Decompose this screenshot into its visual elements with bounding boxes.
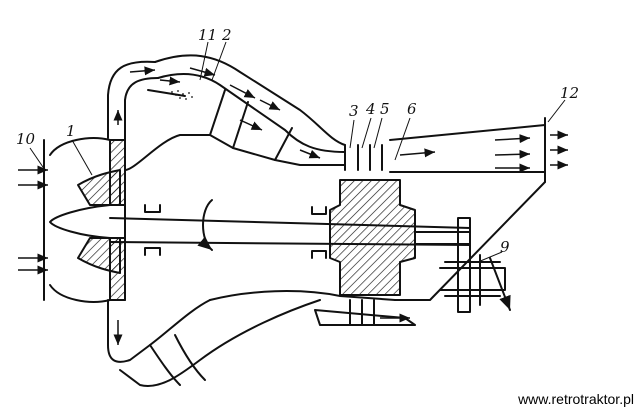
label-2: 2 (222, 26, 232, 44)
lower-casing (394, 181, 546, 301)
label-6: 6 (407, 100, 417, 118)
fuel-injector (147, 89, 186, 97)
exhaust-duct-upper (389, 124, 546, 141)
rotation-arrow (197, 199, 213, 251)
nose-cone (49, 204, 111, 239)
label-1: 1 (66, 122, 76, 140)
label-4: 4 (366, 100, 376, 118)
output-shaft (414, 231, 471, 245)
fuel-spray (171, 90, 193, 100)
label-3: 3 (349, 102, 359, 120)
label-11: 11 (198, 26, 218, 44)
combustion-chamber (154, 54, 346, 146)
front-bearing (144, 204, 161, 213)
watermark: www.retrotraktor.pl (518, 391, 634, 407)
intake-lower-lip (49, 284, 111, 303)
label-leaders (29, 41, 566, 263)
lower-combustion-chamber (107, 299, 211, 363)
upper-casing (107, 60, 156, 139)
label-10: 10 (16, 130, 36, 148)
label-12: 12 (560, 84, 580, 102)
reduction-gear (439, 267, 506, 291)
turbine-rotor (329, 179, 416, 296)
label-9: 9 (500, 238, 510, 256)
rear-bearing (311, 206, 327, 215)
intake-upper-lip (49, 137, 111, 156)
exhaust-flow-arrow (399, 148, 436, 158)
label-5: 5 (380, 100, 390, 118)
output-gear (457, 217, 471, 313)
